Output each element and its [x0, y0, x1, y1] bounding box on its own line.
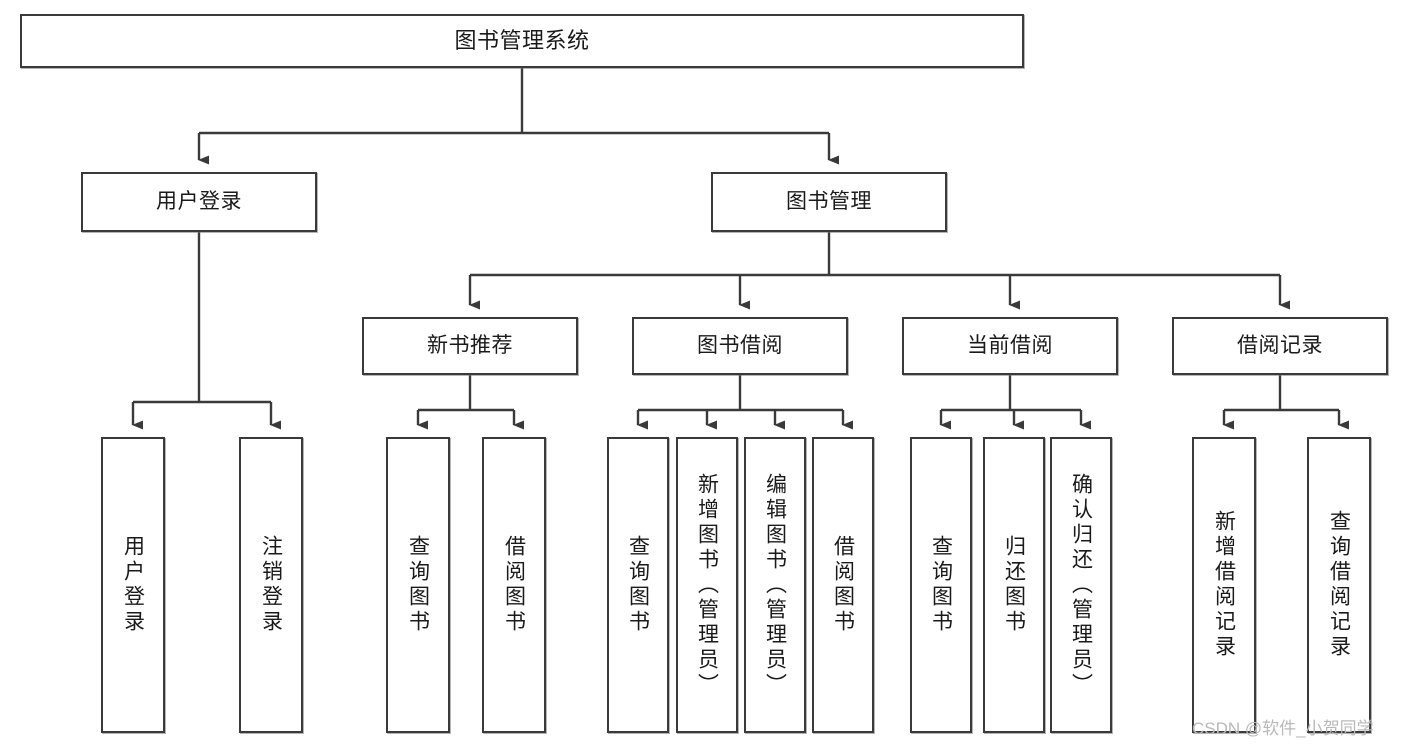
node-leaf-confirm-return-admin[interactable]: 确认归还（管理员）: [1050, 437, 1112, 733]
node-leaf-query-book-cur[interactable]: 查询图书: [910, 437, 972, 733]
node-borrow-record[interactable]: 借阅记录: [1172, 317, 1388, 375]
node-label: 当前借阅: [967, 334, 1053, 358]
node-label: 用户登录: [121, 535, 145, 635]
node-label: 查询借阅记录: [1327, 510, 1351, 660]
node-label: 确认归还（管理员）: [1069, 472, 1093, 698]
node-leaf-query-borrow-record[interactable]: 查询借阅记录: [1307, 437, 1371, 733]
node-label: 新书推荐: [427, 334, 513, 358]
node-label: 归还图书: [1002, 535, 1026, 635]
node-leaf-borrow-book-rec[interactable]: 借阅图书: [482, 437, 546, 733]
node-root[interactable]: 图书管理系统: [20, 14, 1024, 68]
node-label: 借阅图书: [831, 535, 855, 635]
node-label: 查询图书: [626, 535, 650, 635]
node-label: 图书借阅: [697, 334, 783, 358]
node-book-borrow[interactable]: 图书借阅: [632, 317, 848, 375]
node-label: 借阅图书: [502, 535, 526, 635]
node-leaf-query-book-borrow[interactable]: 查询图书: [607, 437, 669, 733]
node-leaf-return-book[interactable]: 归还图书: [983, 437, 1045, 733]
node-label: 新增借阅记录: [1212, 510, 1236, 660]
node-current-borrow[interactable]: 当前借阅: [902, 317, 1118, 375]
node-label: 查询图书: [406, 535, 430, 635]
node-label: 借阅记录: [1237, 334, 1323, 358]
node-label: 编辑图书（管理员）: [763, 472, 787, 698]
node-leaf-add-book-admin[interactable]: 新增图书（管理员）: [676, 437, 738, 733]
node-label: 图书管理: [786, 190, 872, 214]
node-leaf-add-borrow-record[interactable]: 新增借阅记录: [1192, 437, 1256, 733]
node-book-admin[interactable]: 图书管理: [711, 172, 947, 232]
node-new-book-rec[interactable]: 新书推荐: [362, 317, 578, 375]
node-leaf-user-login[interactable]: 用户登录: [101, 437, 165, 733]
node-leaf-borrow-book[interactable]: 借阅图书: [812, 437, 874, 733]
node-label: 图书管理系统: [454, 27, 590, 53]
node-leaf-query-book-rec[interactable]: 查询图书: [386, 437, 450, 733]
node-label: 用户登录: [156, 190, 242, 214]
node-leaf-logout[interactable]: 注销登录: [239, 437, 303, 733]
node-user-login[interactable]: 用户登录: [81, 172, 317, 232]
node-leaf-edit-book-admin[interactable]: 编辑图书（管理员）: [744, 437, 806, 733]
node-label: 查询图书: [929, 535, 953, 635]
node-label: 新增图书（管理员）: [695, 472, 719, 698]
node-label: 注销登录: [259, 535, 283, 635]
